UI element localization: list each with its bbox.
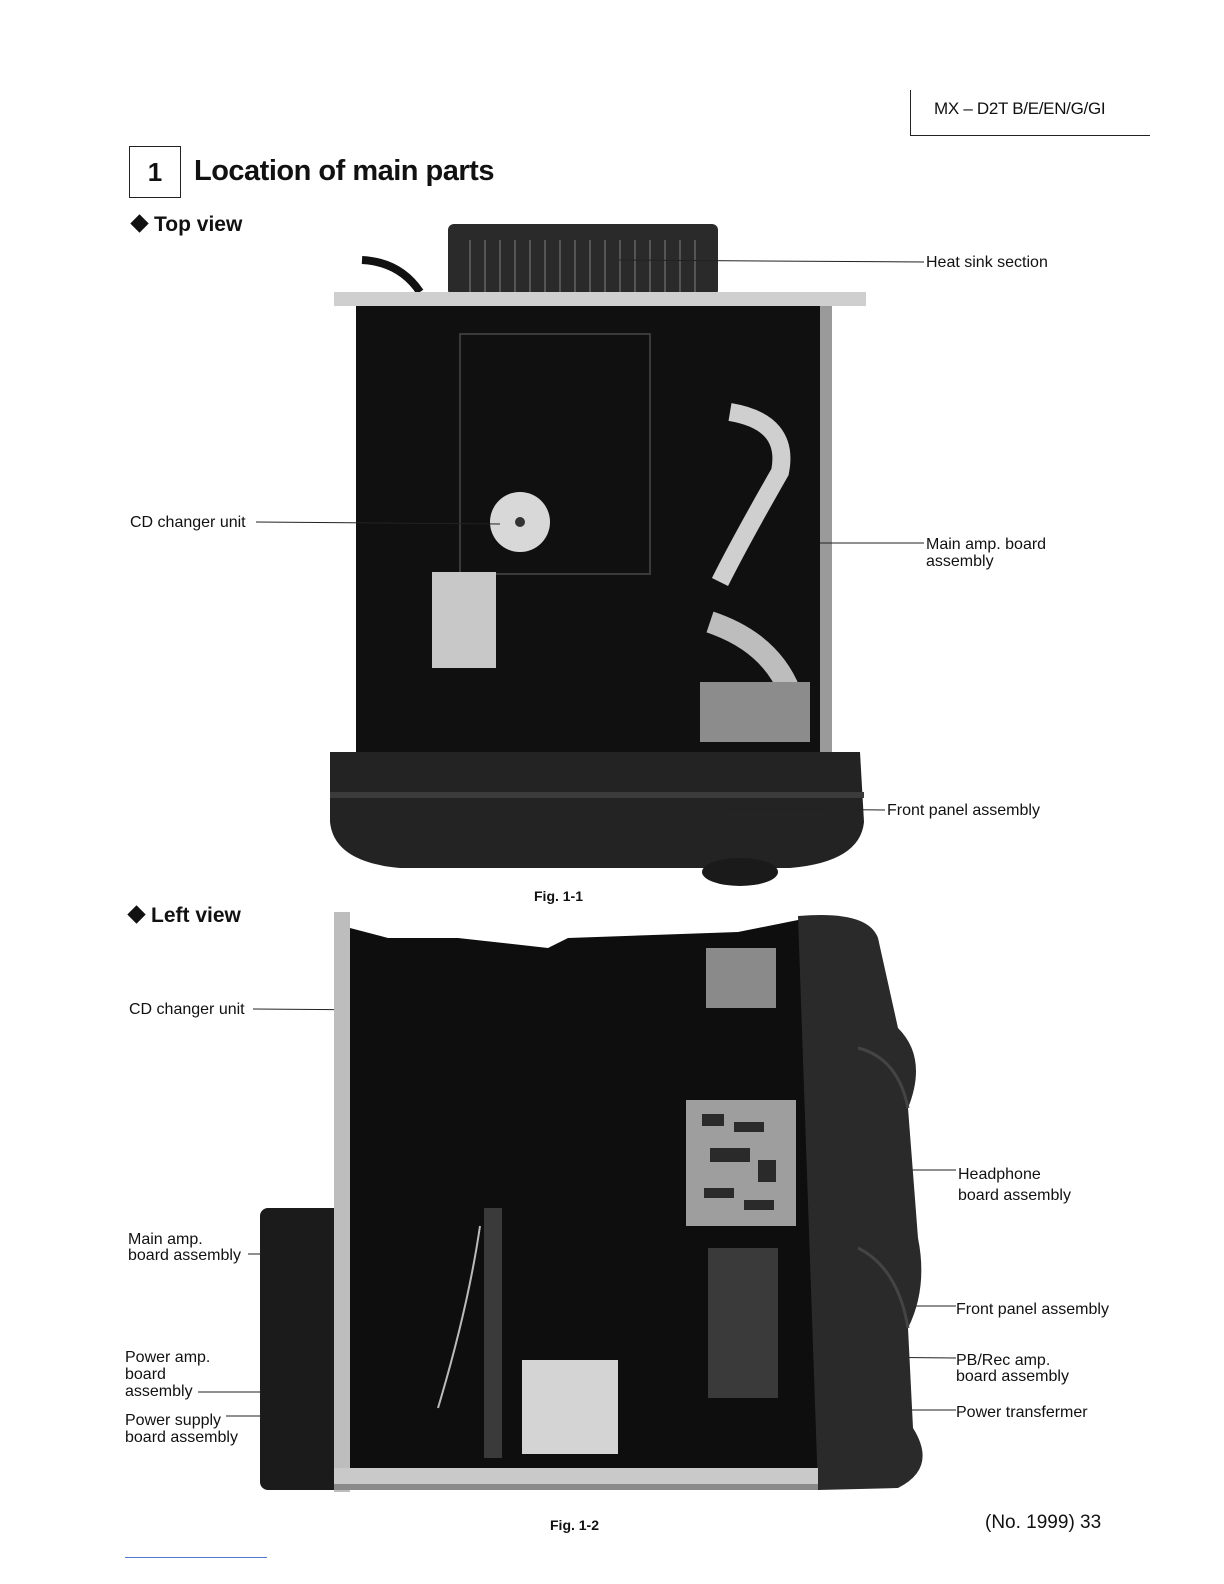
label-power-supply-2: board assembly (125, 1429, 238, 1446)
top-view-heading: Top view (130, 213, 243, 237)
label-main-amp-top-2: assembly (926, 553, 994, 570)
page-number: (No. 1999) 33 (985, 1512, 1102, 1533)
label-front-panel-top: Front panel assembly (887, 802, 1040, 819)
header-rule-vertical (910, 90, 911, 136)
footer-link-underline (125, 1557, 267, 1558)
figure-caption-1: Fig. 1-1 (534, 888, 584, 904)
label-main-amp-left-2: board assembly (128, 1247, 241, 1264)
model-number: MX – D2T B/E/EN/G/GI (934, 99, 1106, 118)
label-headphone-1: Headphone (958, 1166, 1041, 1183)
label-headphone-2: board assembly (958, 1187, 1071, 1204)
label-cd-changer-top: CD changer unit (130, 514, 246, 531)
left-view-heading-text: Left view (151, 904, 241, 927)
section-number-box: 1 (129, 146, 181, 198)
top-view-heading-text: Top view (154, 213, 243, 236)
label-pbrec-1: PB/Rec amp. (956, 1352, 1051, 1369)
left-view-photo (260, 912, 923, 1492)
label-main-amp-top-1: Main amp. board (926, 536, 1047, 553)
label-pbrec-2: board assembly (956, 1368, 1069, 1385)
label-heat-sink: Heat sink section (926, 254, 1048, 271)
label-power-transformer: Power transfermer (956, 1404, 1088, 1421)
label-power-supply-1: Power supply (125, 1412, 222, 1429)
label-power-amp-3: assembly (125, 1383, 193, 1400)
left-view-heading: Left view (127, 904, 241, 928)
label-main-amp-left-1: Main amp. (128, 1231, 203, 1248)
label-power-amp-1: Power amp. (125, 1349, 211, 1366)
header-rule-horizontal (910, 135, 1150, 136)
label-front-panel-left: Front panel assembly (956, 1301, 1109, 1318)
label-cd-changer-left: CD changer unit (129, 1001, 245, 1018)
section-title: Location of main parts (194, 155, 494, 187)
figure-caption-2: Fig. 1-2 (550, 1517, 600, 1533)
label-power-amp-2: board (125, 1366, 166, 1383)
top-view-photo (330, 224, 866, 886)
diamond-bullet-icon (127, 905, 146, 924)
